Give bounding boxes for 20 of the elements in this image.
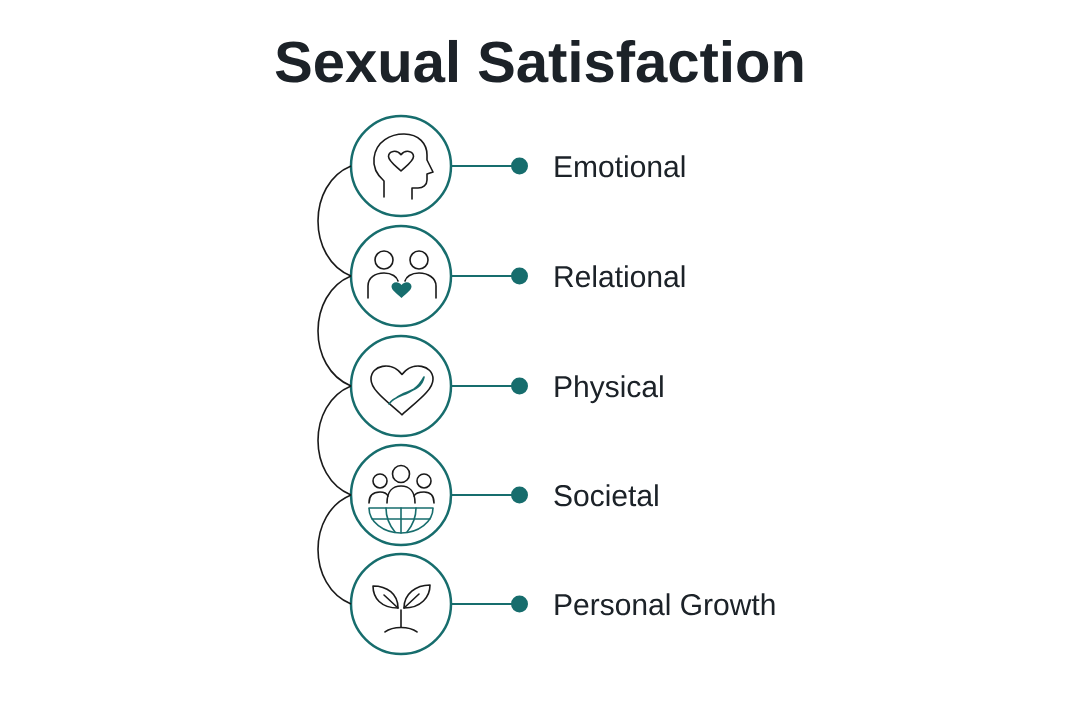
title: Sexual Satisfaction — [275, 39, 803, 83]
category-label: Societal — [554, 484, 658, 507]
category-label: Physical — [555, 375, 663, 404]
connector-line — [450, 377, 528, 395]
category-label: Personal Growth — [555, 593, 775, 616]
icon-circle — [349, 114, 453, 218]
icon-circle — [349, 334, 453, 438]
arc-connector — [317, 494, 352, 605]
category-label: Emotional — [555, 155, 685, 178]
arc-connector — [317, 385, 352, 496]
icon-circle — [349, 552, 453, 656]
arc-connector — [317, 275, 352, 387]
connector-line — [450, 267, 528, 285]
connector-line — [450, 157, 528, 175]
category-label: Relational — [555, 265, 685, 288]
connector-line — [450, 486, 528, 504]
icon-circle — [349, 443, 453, 547]
arc-connector — [317, 165, 352, 277]
icon-circle — [349, 224, 453, 328]
connector-line — [450, 595, 528, 613]
